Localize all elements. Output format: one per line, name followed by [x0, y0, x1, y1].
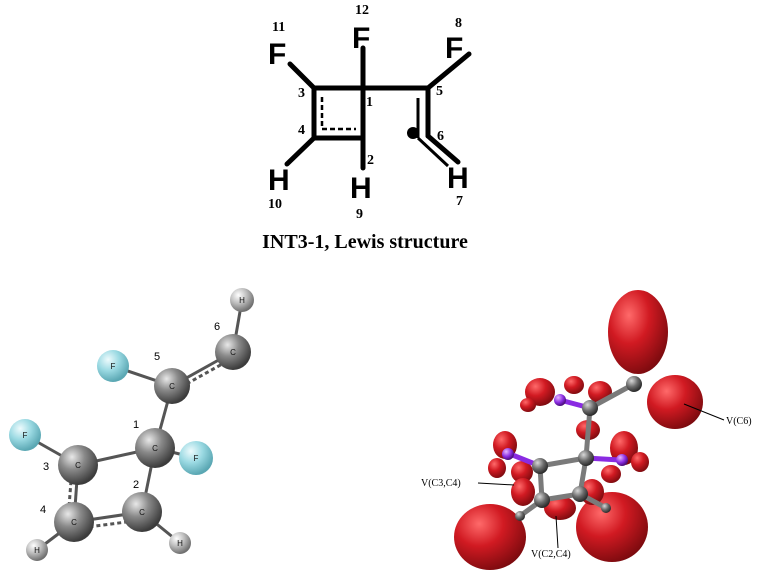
- lewis-caption: INT3-1, Lewis structure: [262, 231, 468, 253]
- lewis-num-1: 1: [366, 95, 373, 110]
- atom-h-top: H: [230, 288, 254, 312]
- lewis-num-7: 7: [456, 194, 463, 209]
- atom-c3: C: [58, 445, 98, 485]
- mol-num-1: 1: [133, 419, 139, 431]
- atom-c6: C: [215, 334, 251, 370]
- label-v-c3c4: V(C3,C4): [421, 478, 461, 489]
- svg-text:C: C: [139, 508, 145, 517]
- lewis-structure: F F F H H H 11 12 8 3 1 5 4 6 2 10 9 7 I…: [262, 3, 472, 253]
- elf-c-atom: [534, 492, 550, 508]
- basin-v-c6: [647, 375, 703, 429]
- atom-f-left: F: [9, 419, 41, 451]
- svg-text:C: C: [75, 461, 81, 470]
- svg-text:F: F: [111, 362, 116, 371]
- svg-text:C: C: [230, 348, 236, 357]
- lewis-atom-h9: H: [350, 172, 372, 205]
- label-v-c6: V(C6): [726, 416, 752, 427]
- elf-h-atom: [515, 511, 525, 521]
- lewis-num-8: 8: [455, 16, 462, 31]
- basin-f-left-2: [511, 461, 533, 483]
- svg-text:F: F: [194, 454, 199, 463]
- lewis-bonds: [284, 45, 472, 171]
- elf-basins: V(C6) V(C3,C4) V(C2,C4): [421, 290, 752, 570]
- leader-c6: [683, 403, 725, 421]
- mol-num-3: 3: [43, 461, 49, 473]
- atom-h-left: H: [26, 539, 48, 561]
- elf-c-atom: [572, 486, 588, 502]
- lewis-delocalized-bonds: [320, 97, 356, 131]
- basin-top: [608, 290, 668, 374]
- lewis-num-11: 11: [272, 20, 285, 35]
- basin-f-right-1: [610, 431, 638, 465]
- lewis-atom-h10: H: [268, 164, 290, 197]
- lewis-num-12: 12: [355, 3, 369, 18]
- basin-v-c3c4: [511, 478, 535, 506]
- basin-bottom-right: [576, 492, 648, 562]
- svg-text:H: H: [177, 539, 183, 548]
- atom-c1: C: [135, 428, 175, 468]
- ball-stick-model: H C F C F C F C: [9, 288, 254, 561]
- svg-text:F: F: [23, 431, 28, 440]
- svg-text:C: C: [152, 444, 158, 453]
- lewis-atom-f8: F: [445, 32, 463, 65]
- basin-f-right-3: [601, 465, 621, 483]
- atom-f-right: F: [179, 441, 213, 475]
- radical-dot: [407, 127, 419, 139]
- elf-f-atom: [616, 454, 628, 466]
- elf-f-atom: [502, 448, 514, 460]
- basin-f-top-1: [525, 378, 555, 406]
- svg-text:C: C: [71, 518, 77, 527]
- elf-c-atom: [582, 400, 598, 416]
- atom-f-left-top: F: [97, 350, 129, 382]
- elf-h-atom: [601, 503, 611, 513]
- basin-bottom-left: [454, 504, 526, 570]
- mol-num-6: 6: [214, 321, 220, 333]
- label-v-c2c4: V(C2,C4): [531, 549, 571, 560]
- svg-text:C: C: [169, 382, 175, 391]
- basin-f-left-3: [488, 458, 506, 478]
- lewis-atom-h7: H: [447, 162, 469, 195]
- elf-c-atom: [578, 450, 594, 466]
- svg-text:H: H: [239, 296, 245, 305]
- mol-num-2: 2: [133, 479, 139, 491]
- basin-f-right-2: [631, 452, 649, 472]
- lewis-atom-f12: F: [352, 22, 370, 55]
- svg-text:H: H: [34, 546, 40, 555]
- atom-c2: C: [122, 492, 162, 532]
- lewis-num-4: 4: [298, 123, 305, 138]
- lewis-num-3: 3: [298, 86, 305, 101]
- atom-c4: C: [54, 502, 94, 542]
- leader-c2c4: [555, 515, 559, 549]
- mol-num-4: 4: [40, 504, 46, 516]
- lewis-num-10: 10: [268, 197, 282, 212]
- lewis-double-bond-inner: [416, 136, 450, 168]
- basin-f-top-2: [564, 376, 584, 394]
- leader-c3c4: [477, 482, 515, 486]
- lewis-num-6: 6: [437, 129, 444, 144]
- atom-h-right: H: [169, 532, 191, 554]
- elf-f-atom: [554, 394, 566, 406]
- basin-f-top-3: [520, 398, 536, 412]
- mol-num-5: 5: [154, 351, 160, 363]
- lewis-num-2: 2: [367, 153, 374, 168]
- lewis-atom-f11: F: [268, 38, 286, 71]
- lewis-num-9: 9: [356, 207, 363, 222]
- lewis-num-5: 5: [436, 84, 443, 99]
- elf-c-atom: [626, 376, 642, 392]
- atom-c5: C: [154, 368, 190, 404]
- elf-c-atom: [532, 458, 548, 474]
- basin-v-c2c4: [544, 496, 576, 520]
